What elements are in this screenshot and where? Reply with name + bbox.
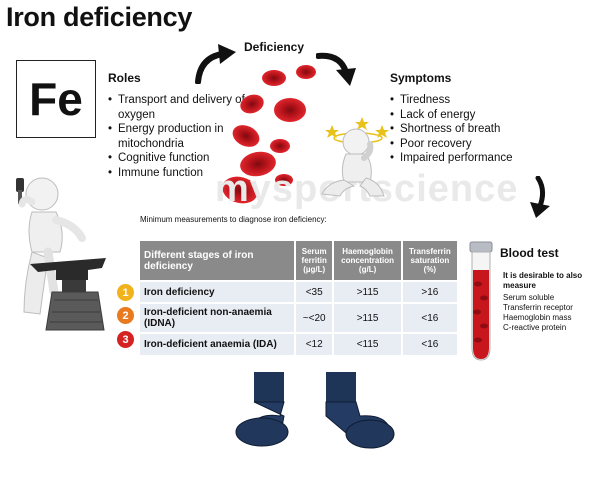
- transferrin-cell: <16: [401, 302, 457, 333]
- stages-table: Different stages of iron deficiency Seru…: [140, 241, 457, 355]
- roles-list: Transport and delivery of oxygen Energy …: [108, 93, 258, 180]
- deficiency-heading: Deficiency: [244, 40, 305, 54]
- symptoms-item: Lack of energy: [390, 108, 550, 123]
- transferrin-cell: >16: [401, 280, 457, 303]
- blood-test-list: Serum soluble Transferrin receptor Haemo…: [503, 293, 599, 333]
- stage-cell: Iron-deficient anaemia (IDA): [140, 332, 296, 355]
- symptoms-list: Tiredness Lack of energy Shortness of br…: [390, 93, 550, 166]
- blood-test-heading: Blood test: [500, 246, 559, 260]
- arrow-down-right-icon: [316, 52, 356, 86]
- header-transferrin: Transferrin saturation (%): [401, 241, 457, 281]
- roles-heading: Roles: [108, 71, 141, 85]
- table-row: Iron-deficient non-anaemia (IDNA) ~<20 >…: [140, 302, 457, 333]
- page-title: Iron deficiency: [6, 2, 193, 32]
- blacksmith-figure-illustration: [16, 177, 106, 331]
- stage-number-badge: 1: [117, 284, 134, 301]
- red-blood-cells-illustration: [222, 65, 316, 204]
- roles-item: Energy production in mitochondria: [108, 122, 258, 151]
- header-stage: Different stages of iron deficiency: [140, 241, 296, 281]
- blood-test-item: Transferrin receptor: [503, 303, 573, 312]
- stage-cell: Iron-deficient non-anaemia (IDNA): [140, 302, 296, 333]
- legs-illustration: [235, 372, 395, 449]
- symptoms-heading: Symptoms: [390, 71, 452, 85]
- haemoglobin-cell: <115: [333, 332, 403, 355]
- symptoms-item: Impaired performance: [390, 151, 550, 166]
- ferritin-cell: ~<20: [295, 302, 335, 333]
- roles-item: Immune function: [108, 166, 258, 181]
- table-row: Iron-deficient anaemia (IDA) <12 <115 <1…: [140, 332, 457, 355]
- fe-element-box: Fe: [16, 60, 96, 138]
- haemoglobin-cell: >115: [333, 302, 403, 333]
- header-haemoglobin: Haemoglobin concentration (g/L): [333, 241, 403, 281]
- blood-test-item: C-reactive protein: [503, 323, 567, 332]
- stage-number-badge: 3: [117, 331, 134, 348]
- header-ferritin: Serum ferritin (µg/L): [295, 241, 335, 281]
- test-tube-icon: [469, 241, 493, 361]
- table-row: Iron deficiency <35 >115 >16: [140, 280, 457, 303]
- arrow-up-icon: [195, 44, 236, 84]
- diagnosis-note: Minimum measurements to diagnose iron de…: [140, 215, 327, 224]
- transferrin-cell: <16: [401, 332, 457, 355]
- ferritin-cell: <35: [295, 280, 335, 303]
- dizzy-figure-illustration: [321, 117, 389, 197]
- symptoms-item: Tiredness: [390, 93, 550, 108]
- symptoms-item: Shortness of breath: [390, 122, 550, 137]
- roles-item: Transport and delivery of oxygen: [108, 93, 258, 122]
- roles-item: Cognitive function: [108, 151, 258, 166]
- stage-cell: Iron deficiency: [140, 280, 296, 303]
- haemoglobin-cell: >115: [333, 280, 403, 303]
- symptoms-item: Poor recovery: [390, 137, 550, 152]
- stage-number-badge: 2: [117, 307, 134, 324]
- blood-test-item: Haemoglobin mass: [503, 313, 572, 322]
- blood-test-intro: It is desirable to also measure: [503, 271, 583, 290]
- arrow-down-icon: [530, 176, 550, 218]
- ferritin-cell: <12: [295, 332, 335, 355]
- blood-test-item: Serum soluble: [503, 293, 555, 302]
